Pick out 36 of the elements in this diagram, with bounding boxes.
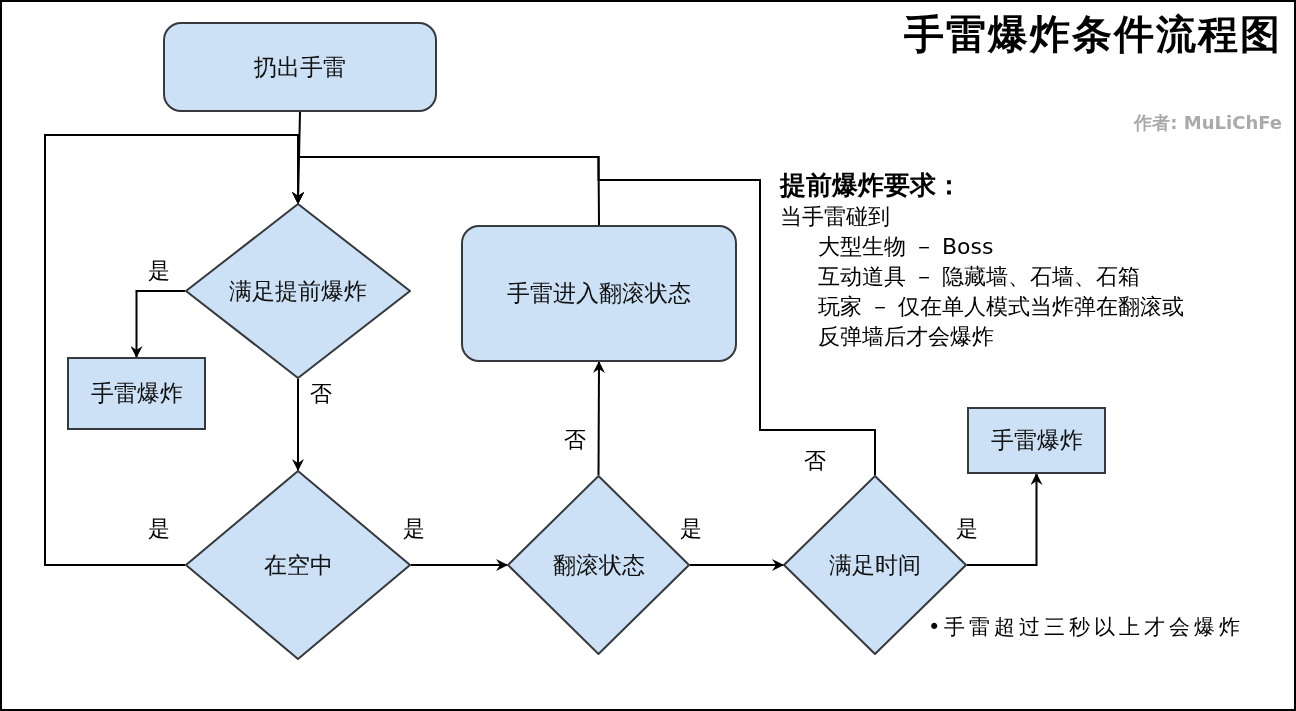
edge-label: 是 bbox=[678, 518, 704, 540]
arrow bbox=[292, 156, 876, 476]
arrow bbox=[130, 290, 186, 358]
arrow bbox=[689, 559, 784, 571]
author-credit: 作者: MuLiChFe bbox=[1134, 114, 1282, 132]
arrow bbox=[966, 473, 1043, 566]
node-label: 满足时间 bbox=[829, 550, 921, 580]
note-item: 大型生物 － Boss bbox=[817, 233, 995, 261]
note-item: 玩家 － 仅在单人模式当炸弹在翻滚或反弹墙后才会爆炸 bbox=[817, 293, 1185, 351]
process-box bbox=[67, 357, 206, 430]
node-label: 满足提前爆炸 bbox=[229, 276, 367, 306]
edge-label: 是 bbox=[954, 518, 980, 540]
handwritten-note: •手雷超过三秒以上才会爆炸 bbox=[928, 614, 1245, 641]
edge-label: 否 bbox=[308, 383, 334, 405]
node-label: 翻滚状态 bbox=[552, 550, 645, 580]
arrow bbox=[292, 378, 304, 471]
note-text: 当手雷碰到 bbox=[780, 203, 891, 231]
edge-label: 是 bbox=[146, 518, 172, 540]
node-label: 手雷爆炸 bbox=[990, 426, 1083, 456]
decision-diamond bbox=[185, 203, 411, 379]
notes-heading: 提前爆炸要求： bbox=[780, 169, 963, 202]
note-item: 互动道具 － 隐藏墙、石墙、石箱 bbox=[817, 263, 1141, 291]
node-label: 手雷进入翻滚状态 bbox=[507, 279, 691, 309]
node-label: 扔出手雷 bbox=[254, 52, 346, 82]
arrow bbox=[410, 559, 508, 571]
edge-label: 否 bbox=[802, 450, 828, 472]
process-box bbox=[967, 407, 1106, 474]
process-box bbox=[163, 22, 437, 112]
edge-label: 是 bbox=[401, 518, 427, 540]
node-label: 在空中 bbox=[263, 550, 333, 580]
process-box bbox=[461, 225, 737, 362]
node-label: 手雷爆炸 bbox=[90, 379, 183, 409]
arrow bbox=[592, 361, 605, 476]
edge-label: 是 bbox=[146, 260, 172, 282]
edge-label: 否 bbox=[562, 429, 588, 451]
title: 手雷爆炸条件流程图 bbox=[904, 14, 1282, 54]
